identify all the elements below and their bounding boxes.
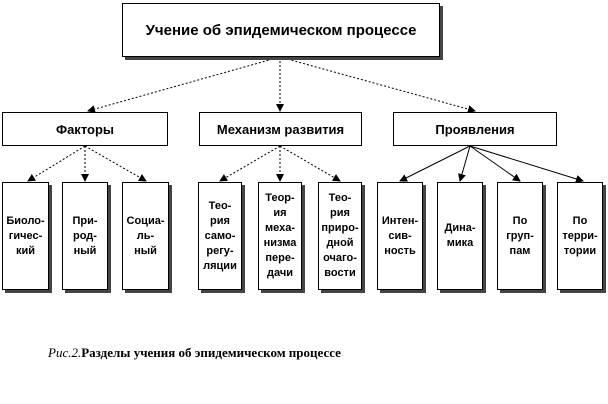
leaf-focality-label: Тео- рия приро- дной очаго- вости	[321, 192, 359, 279]
leaf-territory-label: По терри- тории	[562, 214, 598, 257]
arrow-manifest-to-intensity	[399, 145, 471, 182]
arrow-manifest-to-groups	[469, 145, 521, 182]
arrow-factors-to-biological	[27, 145, 86, 182]
leaf-dynamics-label: Дина- мика	[444, 222, 476, 249]
leaf-biological: Биоло- гичес- кий	[2, 182, 49, 290]
arrow-manifest-to-dynamics	[458, 145, 471, 182]
category-manifestations: Проявления	[393, 112, 557, 146]
category-factors-label: Факторы	[55, 121, 114, 137]
leaf-transmission: Теор- ия меха- низма пере- дачи	[258, 182, 302, 290]
category-manifestations-label: Проявления	[435, 121, 515, 137]
leaf-intensity: Интен- сив- ность	[377, 182, 423, 290]
category-mechanism: Механизм развития	[199, 112, 362, 146]
leaf-social: Социа- ль- ный	[122, 182, 169, 290]
leaf-social-label: Социа- ль- ный	[126, 214, 165, 257]
leaf-intensity-label: Интен- сив- ность	[381, 214, 419, 257]
arrow-manifest-to-territory	[469, 145, 584, 183]
leaf-biological-label: Биоло- гичес- кий	[6, 214, 45, 257]
figure-caption-prefix: Рис.2.	[48, 345, 82, 360]
arrow-factors-to-social	[84, 145, 147, 182]
leaf-selfregulation: Тео- рия само- регу- ляции	[198, 182, 242, 290]
leaf-groups: По груп- пам	[497, 182, 543, 290]
root-title: Учение об эпидемическом процессе	[145, 21, 417, 39]
figure-caption-text: Разделы учения об эпидемическом процессе	[81, 345, 341, 360]
arrow-root-to-factors	[87, 56, 281, 113]
leaf-natural-label: При- род- ный	[72, 214, 98, 257]
root-title-box: Учение об эпидемическом процессе	[122, 3, 440, 57]
figure-caption: Рис.2.Разделы учения об эпидемическом пр…	[48, 345, 341, 361]
leaf-selfregulation-label: Тео- рия само- регу- ляции	[203, 199, 237, 272]
leaf-transmission-label: Теор- ия меха- низма пере- дачи	[263, 192, 297, 279]
leaf-focality: Тео- рия приро- дной очаго- вости	[318, 182, 362, 290]
category-factors: Факторы	[2, 112, 168, 146]
leaf-dynamics: Дина- мика	[437, 182, 483, 290]
leaf-natural: При- род- ный	[62, 182, 108, 290]
arrow-root-to-manifestations	[279, 56, 476, 113]
category-mechanism-label: Механизм развития	[216, 121, 345, 137]
leaf-territory: По терри- тории	[557, 182, 603, 290]
arrow-mechanism-to-focality	[279, 145, 341, 182]
arrow-mechanism-to-selfregulation	[219, 145, 281, 182]
leaf-groups-label: По груп- пам	[506, 214, 534, 257]
